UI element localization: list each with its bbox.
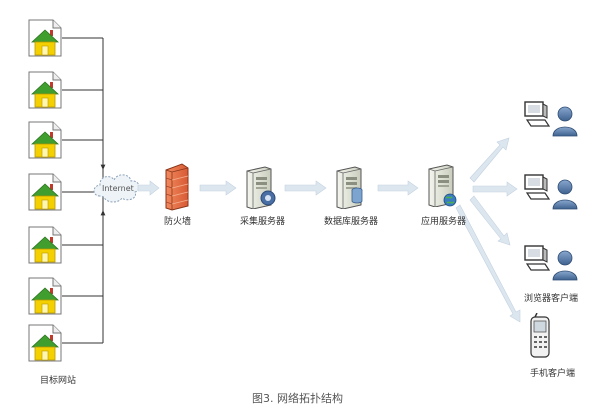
flow-arrows bbox=[137, 137, 521, 323]
firewall-label: 防火墙 bbox=[164, 217, 192, 227]
client-computer-user-icon bbox=[524, 101, 578, 137]
globe-badge-icon bbox=[443, 193, 457, 207]
house-icon bbox=[28, 226, 62, 264]
cloud-icon bbox=[93, 174, 140, 203]
flow-arrow-internet-firewall bbox=[137, 180, 160, 196]
house-icon bbox=[28, 71, 62, 109]
internet-label: Internet bbox=[102, 184, 134, 193]
flow-arrow-collector-database bbox=[284, 180, 327, 196]
client-computer-user-icon bbox=[524, 245, 578, 281]
target-sites-label: 目标网站 bbox=[40, 376, 77, 386]
collector-server-label: 采集服务器 bbox=[240, 217, 286, 227]
browser-client-label: 浏览器客户端 bbox=[524, 294, 579, 304]
mobile-client-label: 手机客户端 bbox=[530, 369, 576, 379]
diagram-caption: 图3. 网络拓扑结构 bbox=[252, 392, 343, 405]
flow-arrow-database-app bbox=[377, 180, 419, 196]
flow-arrow-app-client-1 bbox=[469, 137, 510, 183]
house-icon bbox=[28, 277, 62, 315]
mobile-phone-icon bbox=[530, 313, 550, 358]
flow-arrow-app-mobile bbox=[455, 204, 521, 323]
house-icon bbox=[28, 19, 62, 57]
house-icon bbox=[28, 173, 62, 211]
firewall-icon bbox=[165, 163, 189, 211]
flow-arrow-app-client-3 bbox=[469, 195, 511, 246]
app-server-label: 应用服务器 bbox=[421, 217, 467, 227]
database-cylinder-icon bbox=[351, 187, 363, 204]
gear-badge-icon bbox=[260, 190, 276, 206]
database-server-label: 数据库服务器 bbox=[324, 217, 379, 227]
house-icon bbox=[28, 324, 62, 362]
flow-arrow-app-client-2 bbox=[472, 181, 518, 197]
client-computer-user-icon bbox=[524, 174, 578, 210]
house-icon bbox=[28, 121, 62, 159]
flow-arrow-firewall-collector bbox=[199, 180, 237, 196]
